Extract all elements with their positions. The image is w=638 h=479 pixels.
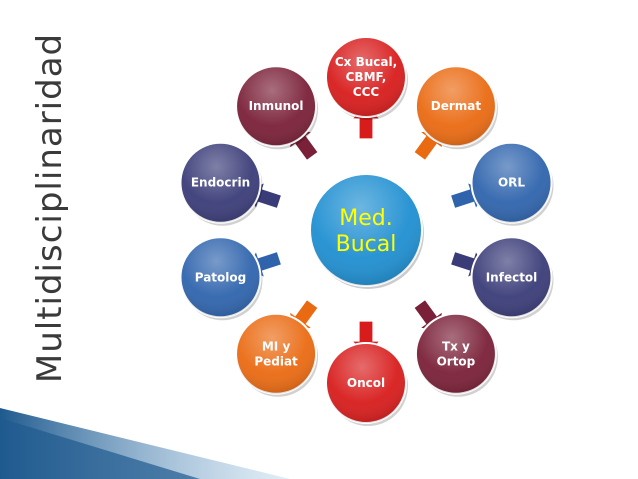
node-label: Inmunol xyxy=(249,99,304,113)
node-label: Cx Bucal, xyxy=(335,55,397,69)
node-label: Ortop xyxy=(437,354,476,368)
node-label: Tx y xyxy=(442,339,470,353)
node-label: Infectol xyxy=(486,270,538,284)
node-label: ORL xyxy=(498,176,525,190)
node-label: MI y xyxy=(262,339,291,353)
node-dermat: Dermat xyxy=(414,65,498,150)
node-patolog: Patolog xyxy=(179,236,263,321)
node-label: Oncol xyxy=(347,376,385,390)
node-inmunol: Inmunol xyxy=(235,65,319,150)
center-node: Med.Bucal xyxy=(309,173,424,289)
node-label: Dermat xyxy=(431,99,482,113)
node-label: Pediat xyxy=(254,354,298,368)
node-label: CBMF, xyxy=(346,70,387,84)
node-label: Patolog xyxy=(195,270,247,284)
node-label: CCC xyxy=(353,85,380,99)
node-orl: ORL xyxy=(470,141,554,226)
node-infectol: Infectol xyxy=(470,236,554,321)
node-endocrin: Endocrin xyxy=(179,141,263,226)
node-oncol: Oncol xyxy=(325,342,408,426)
node-label: Endocrin xyxy=(191,176,250,190)
center-label: Med. xyxy=(339,206,392,231)
node-cx-bucal: Cx Bucal,CBMF,CCC xyxy=(325,36,408,120)
center-label: Bucal xyxy=(336,232,397,257)
